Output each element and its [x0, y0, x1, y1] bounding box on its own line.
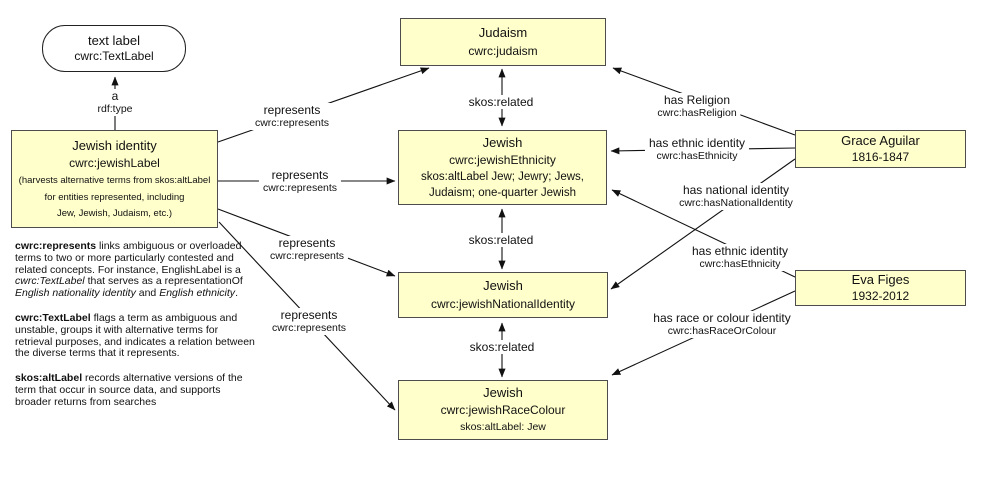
edge-label-represents-2: represents cwrc:represents: [258, 168, 342, 195]
edge-label-text: skos:related: [468, 233, 534, 247]
node-note: (harvests alternative terms from skos:al…: [18, 175, 211, 187]
node-title: Jewish identity: [72, 137, 157, 153]
edge-label-has-ethnic-identity-grace: has ethnic identity cwrc:hasEthnicity: [644, 136, 750, 163]
edge-label-text: a: [111, 89, 119, 103]
node-alt-label: Judaism; one-quarter Jewish: [428, 186, 576, 199]
edge-label-text: represents: [278, 236, 336, 250]
note-paragraph: cwrc:TextLabel flags a term as ambiguous…: [15, 311, 255, 360]
node-subtitle: cwrc:jewishRaceColour: [440, 403, 566, 418]
edge-label-represents-4: represents cwrc:represents: [267, 308, 351, 335]
edge-label-property: cwrc:hasEthnicity: [656, 150, 738, 163]
node-alt-label: skos:altLabel Jew; Jewry; Jews,: [421, 171, 584, 184]
edge-label-has-race-or-colour: has race or colour identity cwrc:hasRace…: [649, 311, 795, 338]
node-alt-label: skos:altLabel: Jew: [460, 421, 546, 434]
node-title: text label: [87, 32, 141, 48]
node-jewish-identity: Jewish identity cwrc:jewishLabel (harves…: [11, 130, 218, 228]
edge-label-property: rdf:type: [97, 103, 133, 116]
edge-label-text: has national identity: [682, 183, 790, 197]
edge-label-text: represents: [271, 168, 329, 182]
edge-label-has-national-identity: has national identity cwrc:hasNationalId…: [675, 183, 797, 210]
edge-label-has-religion: has Religion cwrc:hasReligion: [653, 93, 741, 120]
edge-label-property: cwrc:hasRaceOrColour: [667, 325, 777, 338]
node-subtitle: cwrc:jewishEthnicity: [449, 152, 556, 167]
node-title: Jewish: [483, 278, 523, 294]
note-paragraph: cwrc:represents links ambiguous or overl…: [15, 240, 243, 300]
edge-label-property: cwrc:represents: [254, 117, 330, 130]
edge-label-skos-related-1: skos:related: [464, 95, 538, 110]
node-title: Jewish: [483, 384, 523, 400]
node-grace-aguilar: Grace Aguilar 1816-1847: [795, 130, 966, 168]
edge-label-represents-3: represents cwrc:represents: [265, 236, 349, 263]
node-subtitle: cwrc:TextLabel: [74, 49, 154, 64]
edge-label-text: skos:related: [468, 95, 534, 109]
node-jewish-race-colour: Jewish cwrc:jewishRaceColour skos:altLab…: [398, 380, 608, 440]
node-text-label: text label cwrc:TextLabel: [42, 25, 186, 72]
node-note: Jew, Jewish, Judaism, etc.): [56, 207, 173, 219]
node-subtitle: cwrc:jewishNationalIdentity: [430, 296, 576, 311]
node-title: Eva Figes: [851, 272, 910, 288]
edge-label-text: has race or colour identity: [653, 311, 791, 325]
edge-label-skos-related-2: skos:related: [464, 233, 538, 248]
edge-label-rdf-type: a rdf:type: [93, 89, 137, 116]
edge-label-text: represents: [263, 103, 321, 117]
edge-label-text: has ethnic identity: [648, 136, 746, 150]
node-eva-figes: Eva Figes 1932-2012: [795, 270, 966, 306]
node-subtitle: 1932-2012: [851, 288, 910, 303]
edge-label-text: has ethnic identity: [691, 244, 789, 258]
node-title: Grace Aguilar: [841, 133, 920, 149]
edge-label-property: cwrc:hasEthnicity: [699, 258, 781, 271]
node-jewish-ethnicity: Jewish cwrc:jewishEthnicity skos:altLabe…: [398, 130, 607, 205]
edge-label-property: cwrc:represents: [262, 182, 338, 195]
edge-label-text: has Religion: [663, 93, 731, 107]
edge-label-represents-1: represents cwrc:represents: [250, 103, 334, 130]
edge-label-text: skos:related: [469, 340, 535, 354]
node-subtitle: 1816-1847: [851, 149, 910, 164]
edge-label-property: cwrc:hasReligion: [657, 107, 737, 120]
node-subtitle: cwrc:judaism: [468, 43, 538, 58]
edge-label-text: represents: [280, 308, 338, 322]
edge-label-property: cwrc:hasNationalIdentity: [679, 197, 793, 210]
node-title: Jewish: [482, 134, 523, 150]
notes-panel: cwrc:represents links ambiguous or overl…: [15, 240, 255, 422]
edge-label-skos-related-3: skos:related: [465, 340, 539, 355]
edge-has-national-identity: [610, 158, 796, 290]
edge-label-property: cwrc:represents: [271, 322, 347, 335]
node-subtitle: cwrc:jewishLabel: [69, 155, 160, 170]
note-paragraph: skos:altLabel records alternative versio…: [15, 372, 243, 408]
node-title: Judaism: [478, 25, 528, 41]
edge-label-has-ethnic-identity-eva: has ethnic identity cwrc:hasEthnicity: [687, 244, 793, 271]
node-judaism: Judaism cwrc:judaism: [400, 18, 606, 66]
node-note: for entities represented, including: [44, 191, 185, 203]
edge-label-property: cwrc:represents: [269, 250, 345, 263]
node-jewish-national-identity: Jewish cwrc:jewishNationalIdentity: [398, 272, 608, 318]
